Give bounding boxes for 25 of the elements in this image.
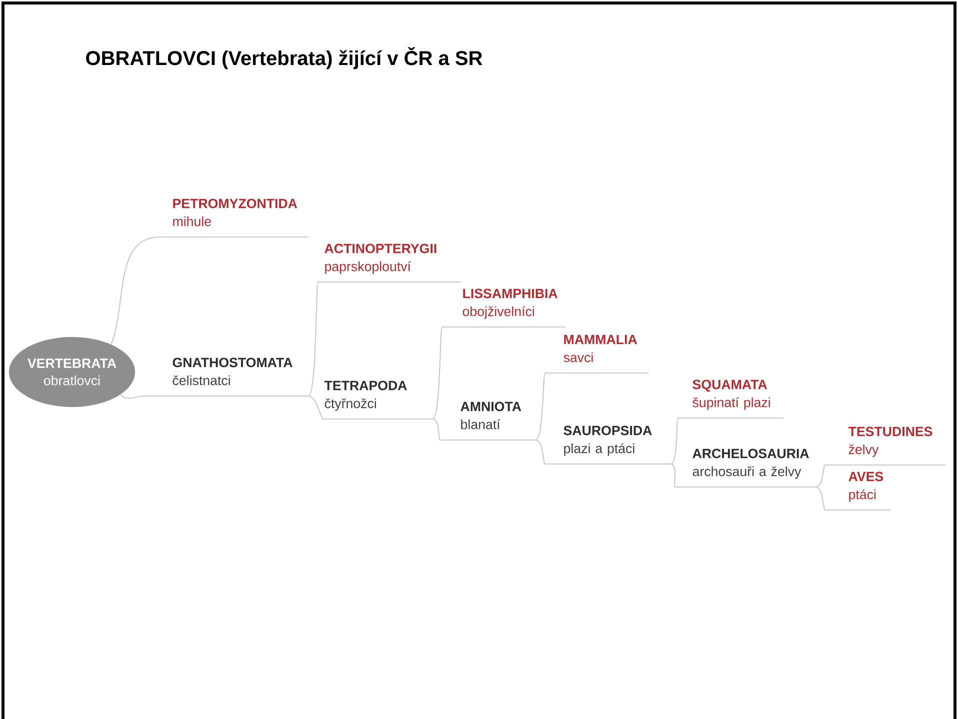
taxon-label: SQUAMATA šupinatí plazi — [678, 380, 784, 419]
branch-line — [535, 372, 546, 440]
taxon-label: PETROMYZONTIDA mihule — [160, 198, 309, 238]
taxon-label: SAUROPSIDA plazi a ptáci — [545, 426, 671, 465]
branch-line — [670, 464, 676, 488]
taxon-label: GNATHOSTOMATA čelistnatci — [145, 358, 309, 397]
taxon-label: AMNIOTA blanatí — [440, 402, 536, 441]
taxon-label: ARCHELOSAURIA archosauři a želvy — [675, 448, 816, 488]
taxon-label: TETRAPODA čtyřnožci — [323, 380, 433, 420]
branch-line — [308, 395, 324, 420]
taxon-label: AVES ptáci — [825, 472, 891, 511]
branch-line — [815, 464, 826, 488]
branch-line — [120, 394, 146, 399]
branch-line — [110, 236, 160, 345]
branch-line — [670, 418, 678, 464]
taxon-label: ACTINOPTERYGII paprskoploutví — [318, 244, 461, 283]
taxon-label: TESTUDINES želvy — [825, 426, 946, 466]
taxon-label: LISSAMPHIBIA obojživelníci — [442, 288, 566, 328]
branch-line — [308, 282, 319, 396]
branch-line — [432, 418, 440, 440]
branch-line — [432, 326, 443, 420]
branch-line — [815, 486, 826, 510]
title: OBRATLOVCI (Vertebrata) žijící v ČR a SR — [86, 47, 482, 70]
branch-line — [535, 440, 546, 464]
taxon-label: MAMMALIA savci — [545, 334, 649, 374]
